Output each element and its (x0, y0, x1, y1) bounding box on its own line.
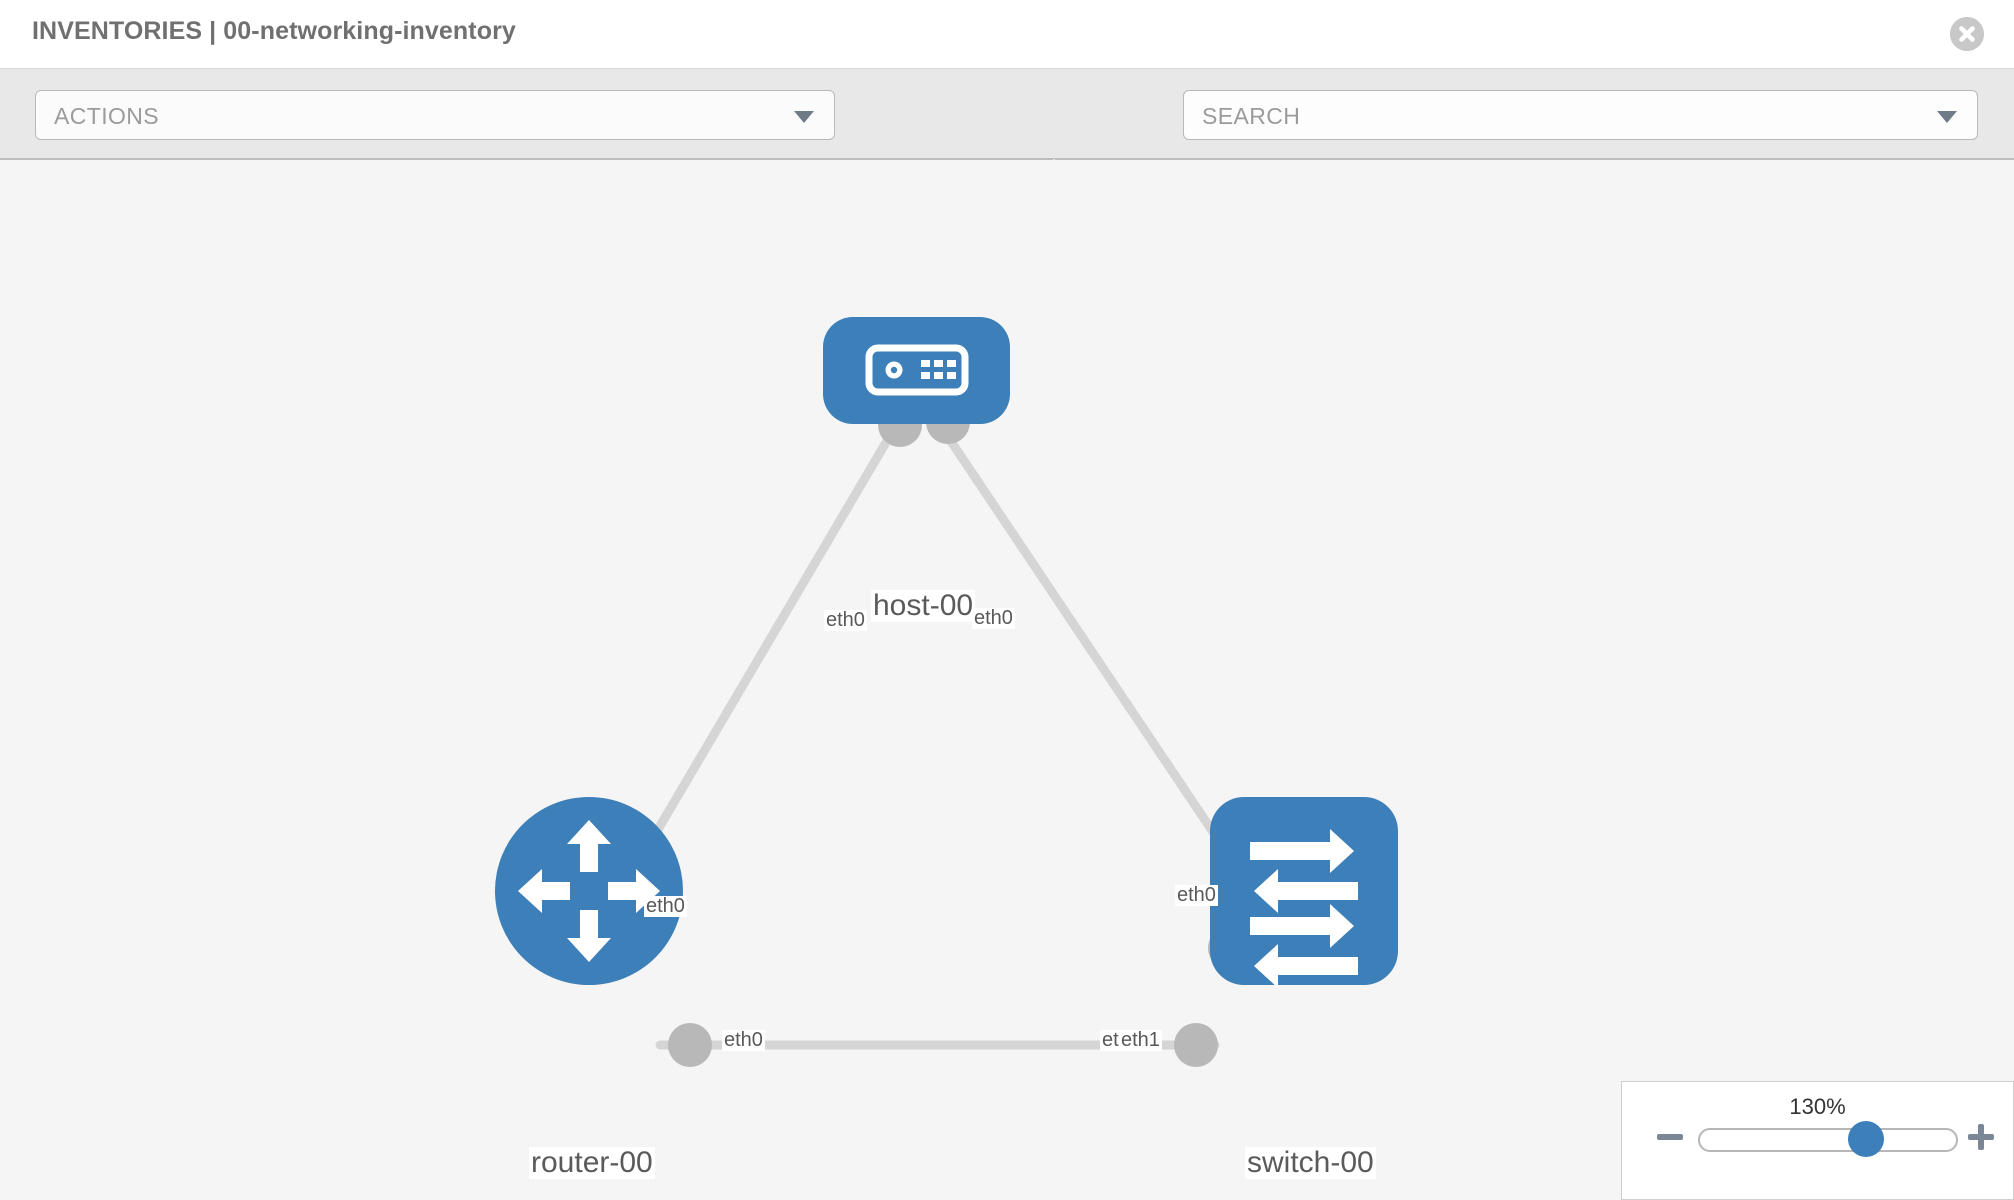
server-icon (865, 344, 969, 396)
node-switch-00[interactable] (1210, 797, 1398, 988)
interface-label: eth0 (972, 607, 1015, 629)
topology-graph (495, 317, 1398, 1067)
page-header: INVENTORIES | 00-networking-inventory (0, 0, 2014, 69)
interface-label: eth0 (644, 895, 687, 917)
port-markers (668, 400, 1252, 1067)
close-icon[interactable] (1950, 17, 1984, 51)
node-router-00[interactable] (495, 797, 683, 985)
chevron-down-icon (794, 111, 814, 123)
interface-label: eth0 (722, 1029, 765, 1051)
zoom-slider[interactable] (1698, 1128, 1958, 1152)
plus-icon[interactable] (1966, 1122, 1996, 1152)
actions-dropdown-label: ACTIONS (54, 103, 160, 129)
page-title: INVENTORIES | 00-networking-inventory (32, 17, 516, 45)
port-router-eth0 (668, 1023, 712, 1067)
link-host-router (635, 417, 903, 865)
link-host-switch (933, 417, 1230, 855)
interface-label: eth1 (1119, 1029, 1162, 1051)
port-switch-eth1 (1174, 1023, 1218, 1067)
zoom-control-panel: 130% (1621, 1081, 2014, 1200)
search-input[interactable]: SEARCH (1183, 90, 1978, 140)
interface-label: eth0 (824, 609, 867, 631)
topology-canvas[interactable]: host-00 router-00 switch-00 eth0 eth0 et… (0, 160, 2014, 1200)
minus-icon[interactable] (1655, 1122, 1685, 1152)
toolbar: ACTIONS SEARCH (0, 69, 2014, 199)
node-host-00[interactable] (823, 317, 1010, 424)
switch-arrows-icon (1250, 829, 1358, 988)
node-label-host-00: host-00 (871, 589, 976, 622)
chevron-down-icon (1937, 111, 1957, 123)
node-label-router-00: router-00 (529, 1146, 655, 1179)
zoom-percent-label: 130% (1789, 1094, 1846, 1119)
interface-label: eth0 (1175, 884, 1218, 906)
actions-dropdown[interactable]: ACTIONS (35, 90, 835, 140)
node-label-switch-00: switch-00 (1245, 1146, 1376, 1179)
zoom-slider-thumb[interactable] (1848, 1121, 1884, 1157)
search-placeholder: SEARCH (1202, 103, 1301, 129)
